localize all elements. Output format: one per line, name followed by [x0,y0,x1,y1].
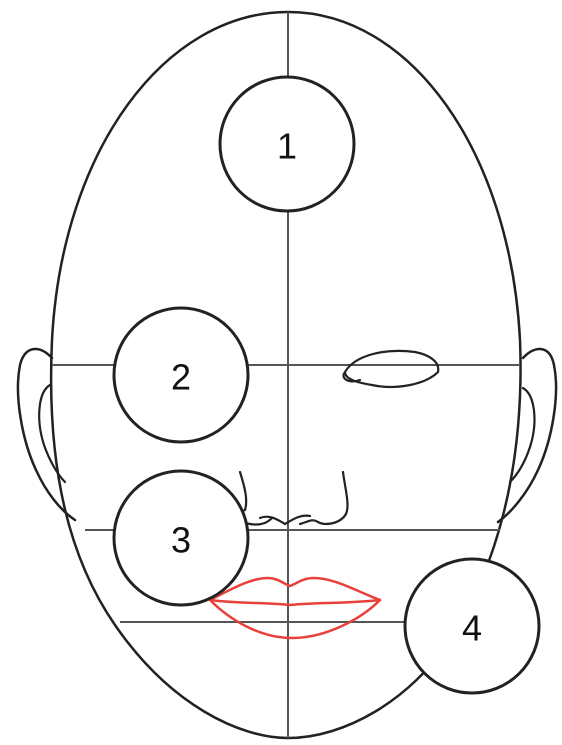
lip-line [210,600,380,605]
upper-lip [210,578,380,600]
marker-1: 1 [220,77,354,211]
marker-1-label: 1 [277,126,297,167]
eye [343,351,438,387]
left-ear [18,349,75,520]
marker-4: 4 [405,559,539,693]
marker-2-label: 2 [171,357,191,398]
marker-4-label: 4 [462,608,482,649]
marker-3: 3 [114,471,248,605]
marker-2: 2 [114,308,248,442]
marker-3-label: 3 [171,520,191,561]
